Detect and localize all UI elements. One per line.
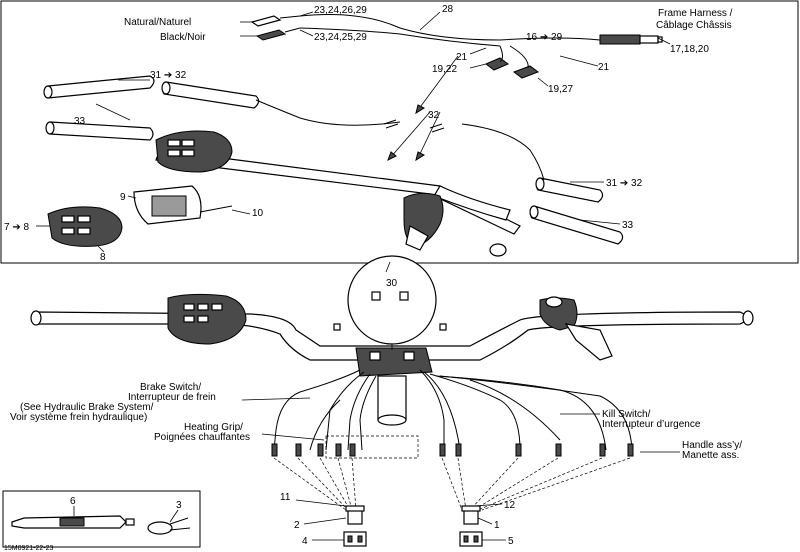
ref-33-left: 33	[74, 116, 86, 127]
connector-19-22	[485, 57, 509, 71]
label-natural: Natural/Naturel	[124, 17, 191, 28]
ref-31-32-left: 31 ➔ 32	[150, 70, 187, 81]
kill-label-2: Interrupteur d’urgence	[602, 419, 701, 430]
ref-10: 10	[252, 208, 264, 219]
connector-part-1	[461, 505, 481, 525]
left-switch-housing	[155, 130, 233, 173]
steering-column	[377, 375, 407, 426]
ref-12: 12	[504, 500, 516, 511]
ref-28: 28	[442, 4, 454, 15]
connector-part-2	[345, 505, 365, 525]
brake-label-4: Voir système frein hydraulique)	[10, 412, 147, 423]
grip-left-3	[45, 121, 154, 141]
ref-19-22: 19,22	[432, 64, 457, 75]
heating-label-2: Poignées chauffantes	[154, 432, 250, 443]
ref-19-27: 19,27	[548, 84, 573, 95]
right-throttle-housing	[403, 192, 444, 251]
ref-1: 1	[494, 520, 500, 531]
inset-parts	[11, 506, 191, 535]
harness-wire	[299, 14, 610, 41]
grip-left-2	[161, 81, 260, 109]
ref-32: 32	[428, 110, 440, 121]
ref-3: 3	[176, 500, 182, 511]
connector-part-5	[459, 531, 483, 547]
ref-11: 11	[280, 492, 291, 503]
connector-19-27	[512, 65, 540, 79]
label-black: Black/Noir	[160, 32, 206, 43]
black-connector	[255, 27, 301, 41]
ref-16-29: 16 ➔ 29	[526, 32, 563, 43]
ref-7-8: 7 ➔ 8	[4, 222, 29, 233]
heating-grip-dash-box	[325, 435, 419, 459]
ref-9: 9	[120, 192, 126, 203]
brake-label-1: Brake Switch/	[140, 382, 201, 393]
ref-6: 6	[70, 496, 76, 507]
grease-tube-part-6	[11, 515, 135, 529]
grip-right-1	[535, 177, 604, 203]
ref-black: 23,24,25,29	[314, 32, 367, 43]
ref-8: 8	[100, 252, 106, 263]
handle-label-1: Handle ass’y/	[682, 440, 742, 451]
handle-label-2: Manette ass.	[682, 450, 739, 461]
kill-label-1: Kill Switch/	[602, 409, 651, 420]
frame-harness-label-1: Frame Harness /	[658, 8, 733, 19]
grip-left-1	[43, 75, 155, 99]
ref-17-18-20: 17,18,20	[670, 44, 709, 55]
left-switch-assembled	[167, 293, 247, 345]
detail-circle-30	[347, 255, 437, 350]
grip-right-2	[529, 205, 624, 245]
switch-assembly-exploded	[47, 185, 233, 247]
ref-2: 2	[294, 520, 300, 531]
top-exploded-view	[36, 11, 671, 257]
ref-21a: 21	[456, 52, 468, 63]
heating-label-1: Heating Grip/	[184, 422, 243, 433]
terminal-pins-right	[439, 443, 634, 457]
natural-connector	[250, 15, 301, 27]
ref-31-32-right: 31 ➔ 32	[606, 178, 643, 189]
ref-30: 30	[386, 278, 398, 289]
frame-harness-label-2: Câblage Châssis	[656, 20, 732, 31]
inset-box-frame	[2, 490, 201, 548]
terminal-pins-left	[271, 443, 356, 457]
ref-natural: 23,24,26,29	[314, 5, 367, 16]
ref-33-right: 33	[622, 220, 634, 231]
clip-part-3	[147, 517, 191, 535]
frame-harness-connector	[599, 34, 663, 45]
ref-5: 5	[508, 536, 514, 547]
handlebar-tube	[155, 149, 521, 235]
bottom-assembly	[30, 255, 754, 547]
ref-4: 4	[302, 536, 308, 547]
connector-part-4	[343, 531, 367, 547]
handlebar-clamp	[355, 347, 433, 377]
right-throttle-assembled	[539, 296, 613, 361]
brake-label-3: (See Hydraulic Brake System/	[20, 402, 154, 413]
brake-label-2: Interrupteur de frein	[128, 392, 216, 403]
figure-code: 15M0921-22-23	[4, 545, 54, 552]
ref-21b: 21	[598, 62, 610, 73]
